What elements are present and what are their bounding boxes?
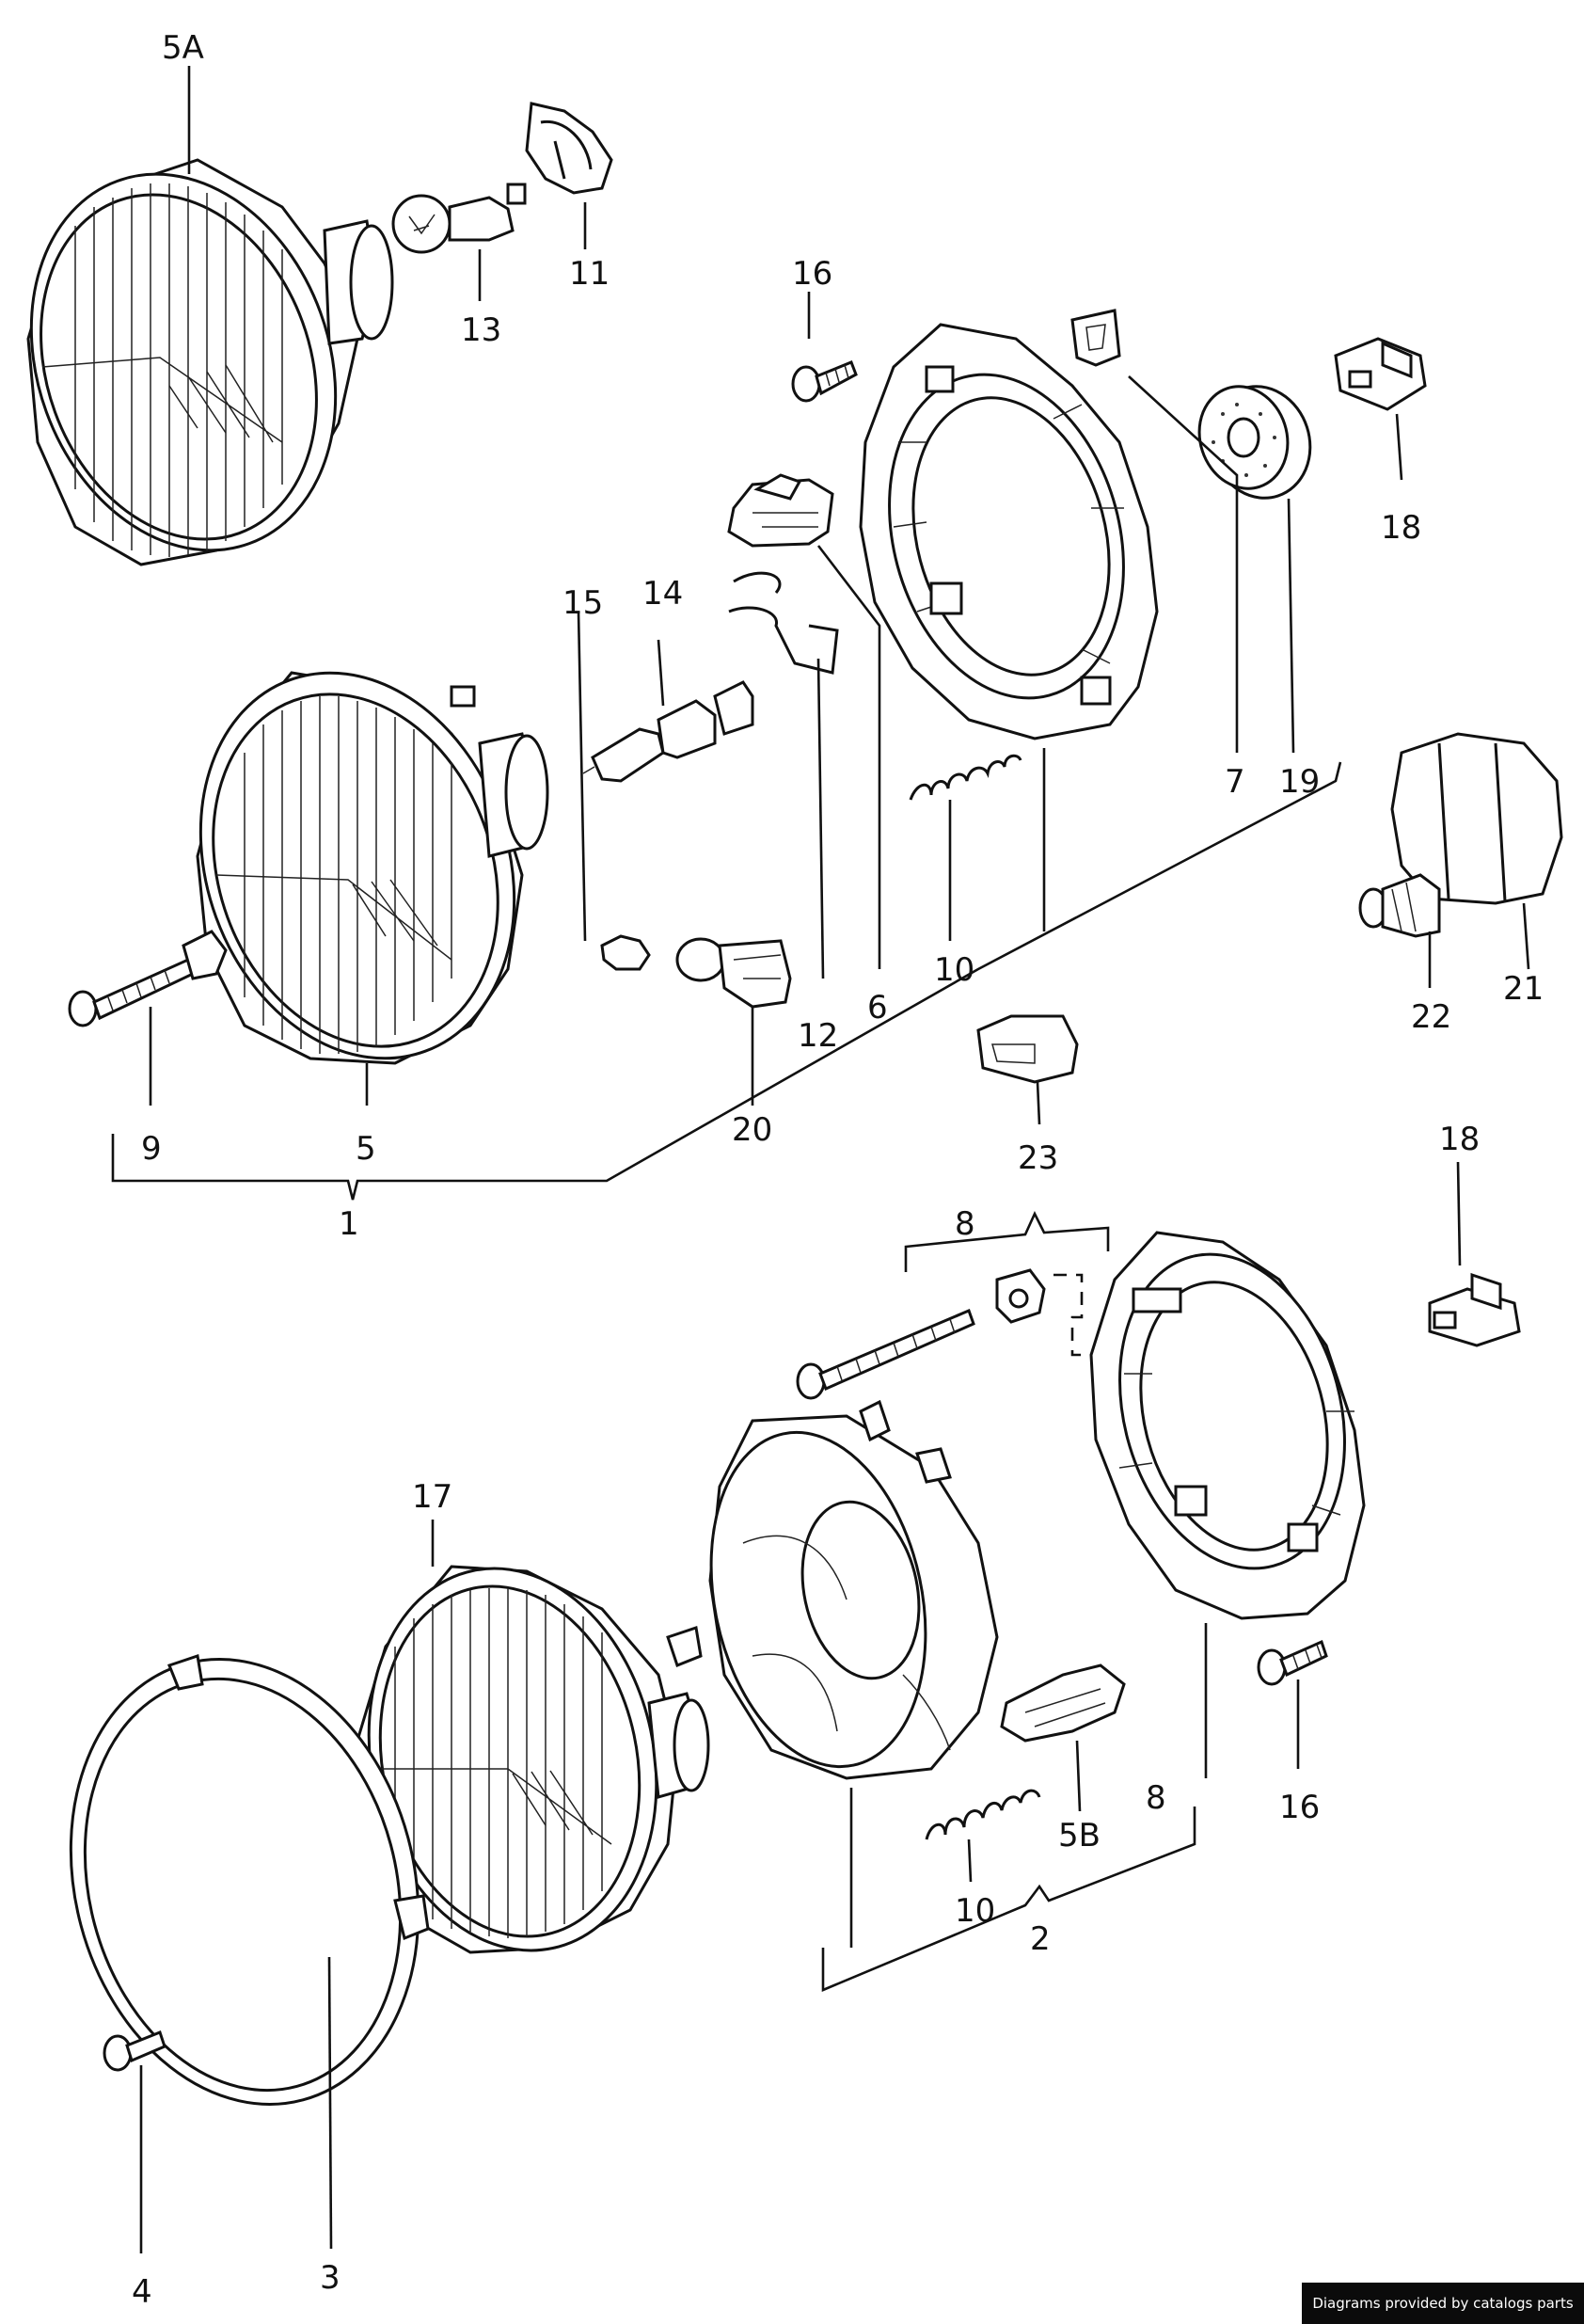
leader-lines-upper [149,66,1530,1125]
mounting-ring-top [859,323,1159,740]
adjuster-6 [727,473,834,548]
retaining-clip-11 [525,102,613,195]
label-8-top: 8 [955,1205,975,1243]
spring-10-top [909,754,1022,801]
label-1: 1 [339,1205,359,1243]
bulb-13 [391,183,527,254]
label-10-top: 10 [934,951,974,989]
bracket-8 [904,1210,1110,1272]
bracket-assembly-1 [111,761,1342,1201]
label-9: 9 [141,1130,162,1168]
headlight-insert-5a [26,158,394,566]
label-16-lower: 16 [1279,1789,1320,1826]
small-bulb-15 [600,934,651,971]
label-23: 23 [1018,1139,1058,1177]
bracket-assembly-2 [821,1807,1196,1992]
label-18-lower: 18 [1439,1121,1480,1158]
adjusting-screw-8 [796,1268,1046,1400]
label-10-lower: 10 [955,1892,995,1930]
screw-4 [103,2030,166,2072]
label-22: 22 [1411,998,1451,1036]
label-16-top: 16 [792,255,832,293]
label-15: 15 [562,584,603,622]
label-2: 2 [1030,1920,1051,1958]
part-labels: 5A 13 11 16 18 19 7 15 14 12 6 10 9 5 20… [132,29,1544,2311]
label-14: 14 [642,575,683,613]
credit-banner: Diagrams provided by catalogs parts [1302,2283,1584,2324]
bulb-holder-20 [675,937,792,1009]
label-20: 20 [732,1111,772,1149]
headlight-insert-5 [196,671,549,1065]
label-21: 21 [1503,970,1544,1008]
sealed-beam-17 [356,1565,710,1954]
label-6: 6 [867,989,888,1027]
connector-18-lower [1428,1272,1521,1347]
label-11: 11 [569,255,610,293]
label-8-lower: 8 [1146,1779,1166,1817]
trim-ring-3 [69,1654,430,2106]
connector-18-top [1334,337,1427,411]
bulb-22 [1358,873,1441,938]
label-4: 4 [132,2273,152,2311]
label-17: 17 [412,1478,452,1516]
label-5: 5 [356,1130,376,1168]
label-13: 13 [461,311,501,349]
screw-16-lower [1257,1639,1328,1686]
clip-7 [1070,309,1121,367]
label-5b: 5B [1058,1817,1101,1854]
spring-clip-12 [728,571,839,675]
leader-lines-lower [139,1161,1462,2253]
label-19: 19 [1279,763,1320,801]
adjuster-5b [1000,1663,1126,1743]
headlight-housing [708,1399,999,1780]
halogen-bulb-14 [582,680,754,783]
spring-10-lower [925,1789,1041,1840]
adjusting-screw-9 [68,930,228,1027]
connector-23 [976,1014,1079,1084]
label-7: 7 [1225,763,1245,801]
label-3: 3 [320,2259,341,2297]
parking-light-21 [1390,732,1563,905]
label-12: 12 [798,1017,838,1055]
label-5a: 5A [162,29,204,67]
rubber-cap-19 [1197,385,1312,500]
label-18-top: 18 [1381,509,1421,547]
mounting-ring-lower [1089,1231,1366,1620]
screw-16-top [791,360,858,403]
